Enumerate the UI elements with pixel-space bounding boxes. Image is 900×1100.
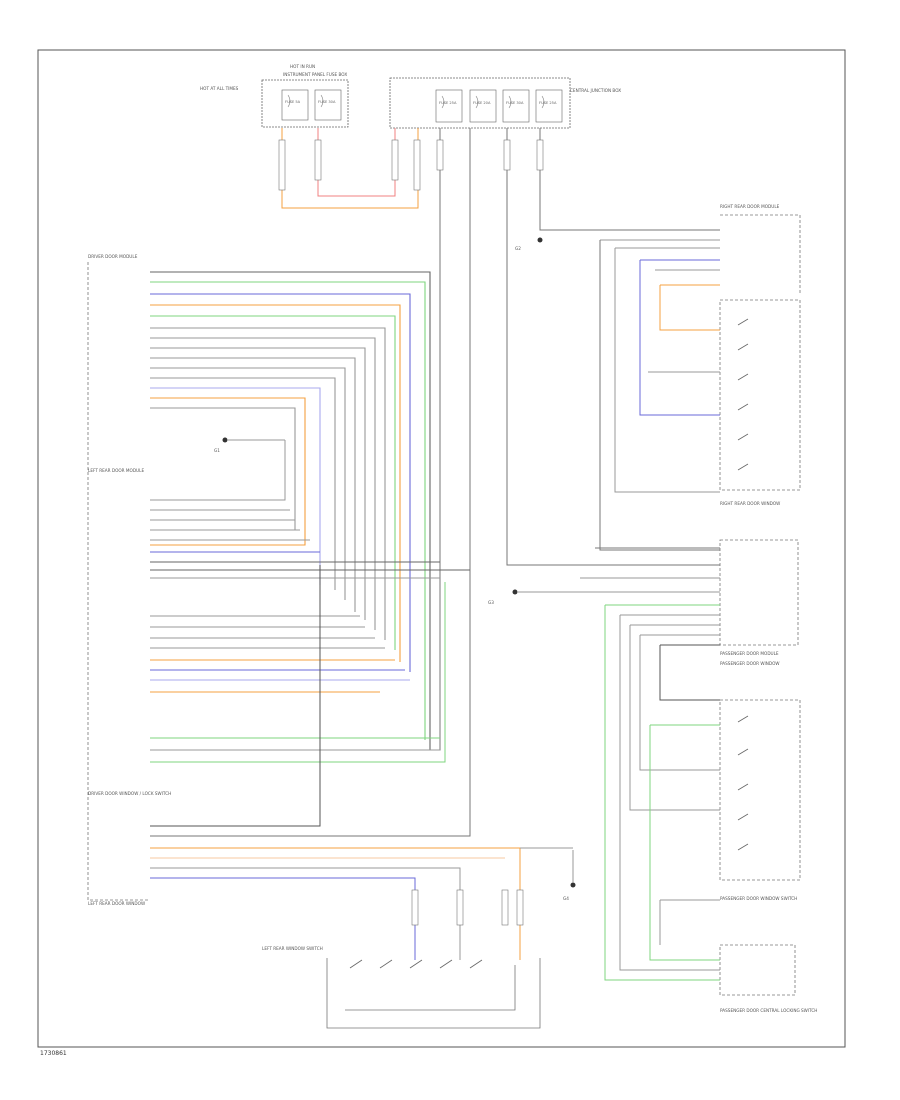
right-rear-door-module: RIGHT REAR DOOR MODULE RIGHT REAR DOOR W…: [719, 204, 801, 506]
fuse-c-label: FUSE 25A: [439, 101, 457, 105]
ground-g4-label: G4: [563, 896, 569, 901]
driver-door-module: DRIVER DOOR MODULE LEFT REAR DOOR MODULE…: [87, 254, 171, 906]
fuse-b-label: FUSE 30A: [318, 100, 336, 104]
ground-g1: G1: [214, 437, 285, 453]
fuse-f-label: FUSE 25A: [539, 101, 557, 105]
fuse-box-left: HOT IN RUN INSTRUMENT PANEL FUSE BOX HOT…: [200, 64, 349, 128]
diagram-code: 1730861: [40, 1050, 67, 1057]
diagram-frame: [37, 49, 846, 1048]
right-rear-window-label: RIGHT REAR DOOR WINDOW: [720, 501, 780, 506]
hot-in-run-label: HOT IN RUN: [290, 64, 315, 69]
left-rear-wire-bundle: [150, 440, 470, 827]
fuse-box-label: INSTRUMENT PANEL FUSE BOX: [283, 72, 347, 77]
passenger-door-window-label: PASSENGER DOOR WINDOW: [720, 661, 780, 666]
fuse-d-label: FUSE 20A: [473, 101, 491, 105]
top-feed-loops: [278, 128, 421, 209]
fuse-box-right: CENTRAL JUNCTION BOX FUSE 25A FUSE 20A F…: [389, 77, 621, 129]
main-vertical-feeds: [150, 128, 720, 837]
fuse-e-label: FUSE 30A: [506, 101, 524, 105]
right-rear-door-module-label: RIGHT REAR DOOR MODULE: [720, 204, 780, 209]
ground-g3-label: G3: [488, 600, 494, 605]
left-rear-door-module-label: LEFT REAR DOOR MODULE: [88, 468, 144, 473]
passenger-wires: [580, 547, 720, 981]
passenger-door-module-label: PASSENGER DOOR MODULE: [720, 651, 779, 656]
fuse-a-label: FUSE 5A: [285, 100, 301, 104]
hot-at-all-times-label: HOT AT ALL TIMES: [200, 86, 239, 91]
ground-g2: G2: [515, 237, 543, 251]
driver-door-module-label: DRIVER DOOR MODULE: [88, 254, 138, 259]
bottom-switch-wires: [150, 847, 573, 960]
left-rear-window-switch-label: LEFT REAR WINDOW SWITCH: [262, 946, 323, 951]
ground-g2-label: G2: [515, 246, 521, 251]
central-junction-label: CENTRAL JUNCTION BOX: [570, 88, 621, 93]
right-rear-wires: [599, 239, 720, 551]
passenger-window-switch-label: PASSENGER DOOR WINDOW SWITCH: [720, 896, 797, 901]
driver-wire-bundle: [150, 271, 431, 750]
ground-g1-label: G1: [214, 448, 220, 453]
left-rear-window-label: LEFT REAR DOOR WINDOW: [88, 901, 145, 906]
passenger-lock-switch-label: PASSENGER DOOR CENTRAL LOCKING SWITCH: [720, 1008, 817, 1013]
passenger-door-module: PASSENGER DOOR MODULE PASSENGER DOOR WIN…: [719, 539, 817, 1013]
left-rear-window-switch: LEFT REAR WINDOW SWITCH: [262, 946, 541, 1029]
ground-g3: G3: [488, 589, 720, 605]
ground-g4: G4: [563, 850, 576, 901]
driver-door-switch-label: DRIVER DOOR WINDOW / LOCK SWITCH: [88, 791, 171, 796]
